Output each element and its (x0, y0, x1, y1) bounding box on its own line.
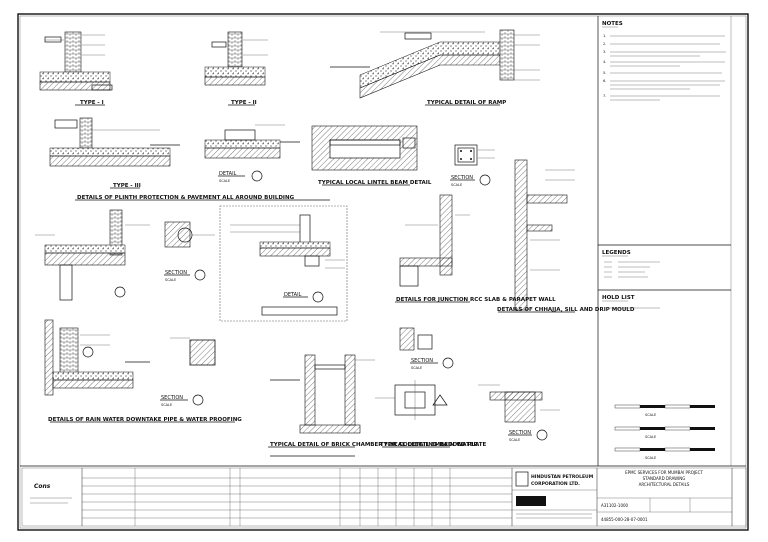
scale-bar-2-label: SCALE (645, 435, 656, 439)
note-7: 7. (603, 94, 606, 98)
note-2: 2. (603, 42, 606, 46)
note-5: 5. (603, 71, 606, 75)
detail-type-3: TYPE - III (49, 117, 180, 189)
inner-border (19, 15, 747, 529)
lintel-title: TYPICAL LOCAL LINTEL BEAM DETAIL (318, 180, 432, 186)
section-a: SECTION SCALE (450, 144, 495, 187)
detail-b-title: DETAIL (284, 292, 302, 298)
detail-rwp (44, 319, 150, 396)
ramp-title: TYPICAL DETAIL OF RAMP (427, 100, 506, 106)
note-1: 1. (603, 34, 606, 38)
notes-title: NOTES (602, 21, 623, 27)
client-name-line1: HINDUSTAN PETROLEUM (531, 474, 594, 480)
rwp-caption: DETAILS OF RAIN WATER DOWNTAKE PIPE & WA… (48, 417, 242, 423)
chajja-title: DETAILS OF CHHAJJA, SILL AND DRIP MOULD (497, 307, 635, 313)
section-e-scale: SCALE (509, 438, 520, 442)
chamber-title: TYPICAL DETAIL OF BRICK CHAMBER FOR COLL… (270, 442, 479, 448)
detail-ramp: TYPICAL DETAIL OF RAMP (330, 29, 540, 106)
detail-chamber: TYPICAL DETAIL OF BRICK CHAMBER FOR COLL… (268, 354, 479, 457)
note-4: 4. (603, 60, 606, 64)
contractor-logo (516, 496, 546, 506)
section-b-title: SECTION (165, 270, 187, 276)
section-c: SECTION SCALE (160, 337, 216, 407)
client-name-line2: CORPORATION LTD. (531, 481, 580, 487)
section-b: SECTION SCALE (164, 221, 215, 282)
detail-a-title: DETAIL (219, 171, 237, 177)
project-title-line1: EPMC SERVICES FOR MUMBAI PROJECT (625, 470, 703, 475)
scale-bars: SCALE SCALE SCALE (614, 404, 715, 460)
plate-title: TYPICAL DETAIL EMBEDDED PLATE (380, 442, 487, 448)
detail-junction: DETAILS FOR JUNCTION RCC SLAB & PARAPET … (395, 194, 556, 303)
section-b-scale: SCALE (165, 278, 176, 282)
legends-panel: LEGENDS (602, 250, 660, 278)
note-6: 6. (603, 79, 606, 83)
type3-title: TYPE - III (113, 183, 141, 189)
title-block: Cons HINDUSTAN PETROLEUM CORPORATION LTD… (21, 467, 747, 527)
section-c-scale: SCALE (161, 403, 172, 407)
detail-a: DETAIL SCALE (204, 124, 300, 183)
detail-b-box: DETAIL (219, 205, 348, 322)
detail-plate: TYPICAL DETAIL EMBEDDED PLATE (375, 380, 487, 448)
section-d-title: SECTION (411, 358, 433, 364)
outer-border (17, 13, 749, 531)
drawing-number: 44855-000-28-07-0001 (601, 517, 648, 522)
plinth-caption: DETAILS OF PLINTH PROTECTION & PAVEMENT … (77, 195, 295, 201)
section-e: SECTION SCALE (478, 384, 560, 442)
section-a-title: SECTION (451, 175, 473, 181)
detail-lintel: TYPICAL LOCAL LINTEL BEAM DETAIL (311, 125, 432, 186)
section-a-scale: SCALE (451, 183, 462, 187)
project-title-line2: STANDARD DRAWING (643, 476, 686, 481)
detail-type-1: TYPE - I (39, 31, 113, 106)
type2-title: TYPE - II (231, 100, 257, 106)
section-e-title: SECTION (509, 430, 531, 436)
note-3: 3. (603, 50, 606, 54)
hold-title: HOLD LIST (602, 295, 635, 301)
detail-parapet-left (35, 209, 150, 301)
notes-panel: NOTES 1. 2. 3. 4. 5. 6. 7. (602, 21, 726, 101)
detail-type-2: TYPE - II (204, 31, 268, 106)
type1-title: TYPE - I (80, 100, 104, 106)
legends-title: LEGENDS (602, 250, 631, 256)
section-d: SECTION SCALE (399, 327, 454, 370)
section-c-title: SECTION (161, 395, 183, 401)
scale-bar-1-label: SCALE (645, 413, 656, 417)
project-title-line3: ARCHITECTURAL DETAILS (639, 482, 690, 487)
consultant-logo: Cons (34, 483, 51, 490)
hold-panel: HOLD LIST (602, 295, 660, 309)
job-number: A31102-1000 (601, 503, 629, 508)
scale-bar-3-label: SCALE (645, 456, 656, 460)
detail-chajja: DETAILS OF CHHAJJA, SILL AND DRIP MOULD (497, 159, 635, 313)
detail-a-scale: SCALE (219, 179, 230, 183)
section-d-scale: SCALE (411, 366, 422, 370)
junction-title: DETAILS FOR JUNCTION RCC SLAB & PARAPET … (396, 297, 556, 303)
